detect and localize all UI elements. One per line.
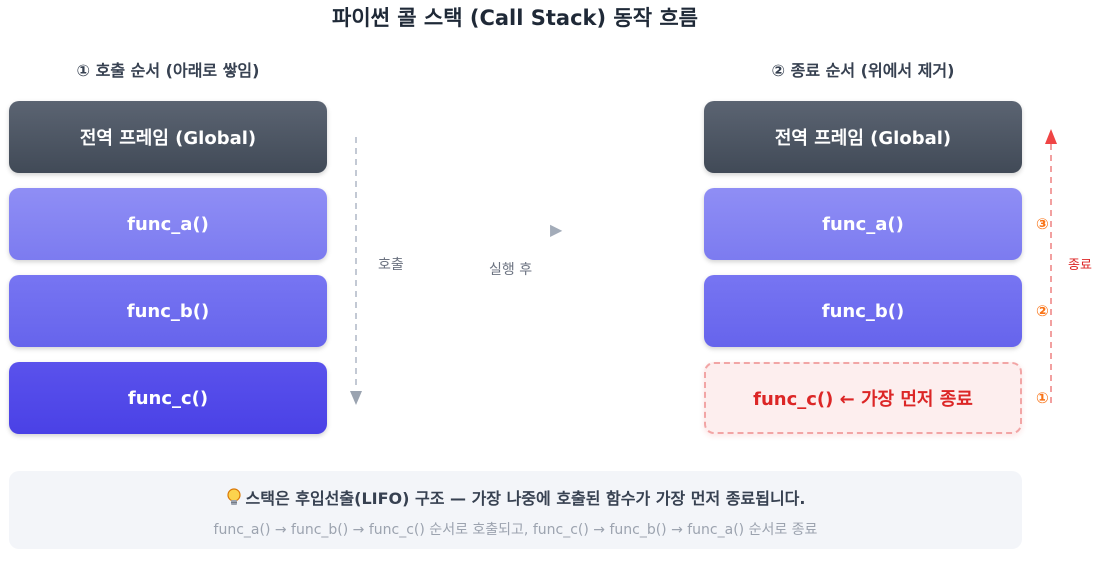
terminate-arrow-label: 종료	[1068, 258, 1092, 273]
left-frame-func-c: func_c()	[9, 362, 327, 434]
call-down-arrow	[350, 137, 362, 405]
order-number-2: ②	[1036, 302, 1049, 320]
left-frame-global: 전역 프레임 (Global)	[9, 101, 327, 173]
note-main-line: 스택은 후입선출(LIFO) 구조 — 가장 나중에 호출된 함수가 가장 먼저…	[9, 485, 1022, 509]
call-arrow-label: 호출	[378, 257, 404, 273]
diagram-title: 파이썬 콜 스택 (Call Stack) 동작 흐름	[332, 6, 698, 30]
note-sub-text: func_a() → func_b() → func_c() 순서로 호출되고,…	[213, 522, 818, 538]
right-frame-func-c-terminated: func_c() ← 가장 먼저 종료	[704, 362, 1022, 434]
right-frame-global: 전역 프레임 (Global)	[704, 101, 1022, 173]
bulb-icon	[226, 488, 241, 505]
right-frame-func-b: func_b()	[704, 275, 1022, 347]
left-frame-func-a: func_a()	[9, 188, 327, 260]
right-frame-func-a: func_a()	[704, 188, 1022, 260]
right-triangle-icon: ▶	[550, 220, 563, 239]
after-execution-label: 실행 후	[489, 262, 533, 278]
left-frame-func-b: func_b()	[9, 275, 327, 347]
call-order-heading: ① 호출 순서 (아래로 쌓임)	[76, 61, 260, 80]
terminate-up-arrow	[1045, 129, 1057, 408]
termination-order-heading: ② 종료 순서 (위에서 제거)	[771, 61, 955, 80]
lifo-note-box: 스택은 후입선출(LIFO) 구조 — 가장 나중에 호출된 함수가 가장 먼저…	[9, 471, 1022, 549]
order-number-3: ③	[1036, 215, 1049, 233]
order-number-1: ①	[1036, 389, 1049, 407]
note-main-text: 스택은 후입선출(LIFO) 구조 — 가장 나중에 호출된 함수가 가장 먼저…	[245, 489, 806, 508]
